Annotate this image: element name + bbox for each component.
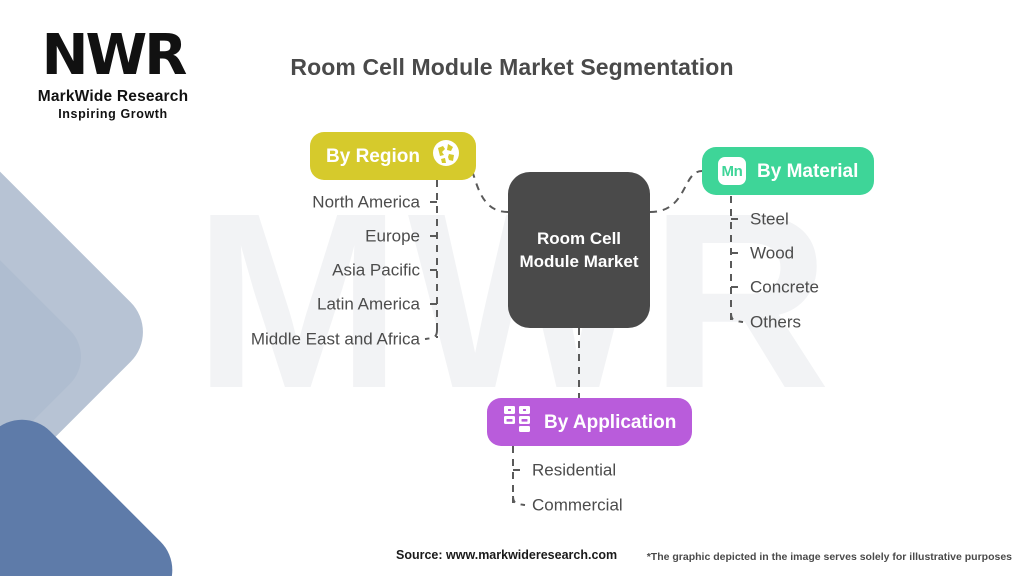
company-logo: NWR MarkWide Research Inspiring Growth	[22, 23, 204, 122]
logo-company-name: MarkWide Research	[37, 88, 189, 105]
leaf-region-2: Asia Pacific	[332, 260, 420, 280]
globe-icon	[432, 139, 460, 173]
element-symbol-text: Mn	[721, 162, 743, 180]
leaf-application-1: Commercial	[532, 495, 623, 515]
element-symbol-icon: Mn	[718, 157, 746, 185]
modular-blocks-icon	[503, 404, 533, 440]
region-stub-4	[424, 329, 438, 340]
connector-center-to-material	[649, 170, 703, 213]
leaf-region-4: Middle East and Africa	[250, 329, 420, 349]
leaf-region-1: Europe	[365, 226, 420, 246]
connector-center-to-region	[459, 155, 509, 213]
leaf-material-1: Wood	[750, 243, 795, 263]
branch-label-by-region: By Region	[326, 145, 420, 167]
branch-label-by-material: By Material	[757, 160, 859, 182]
leaf-application-0: Residential	[532, 460, 617, 480]
leaf-region-3: Latin America	[317, 294, 420, 314]
leaf-material-0: Steel	[750, 209, 789, 229]
leaf-region-0: North America	[312, 192, 420, 212]
branch-pill-by-application[interactable]: By Application	[487, 398, 693, 446]
source-text: Source: www.markwideresearch.com	[396, 548, 618, 562]
disclaimer-text: *The graphic depicted in the image serve…	[646, 551, 1012, 563]
page-title: Room Cell Module Market Segmentation	[290, 54, 734, 80]
application-stub-1	[512, 495, 526, 506]
leaf-material-2: Concrete	[750, 277, 819, 297]
branch-label-by-application: By Application	[544, 411, 677, 433]
branch-pill-by-region[interactable]: By Region	[310, 132, 476, 180]
material-stub-3	[730, 312, 744, 323]
branch-pill-by-material[interactable]: Mn By Material	[702, 147, 875, 195]
logo-tagline: Inspiring Growth	[58, 107, 168, 121]
logo-monogram: NWR	[41, 23, 188, 88]
leaf-material-3: Others	[750, 312, 802, 332]
center-node[interactable]: Room Cell Module Market	[508, 172, 650, 328]
